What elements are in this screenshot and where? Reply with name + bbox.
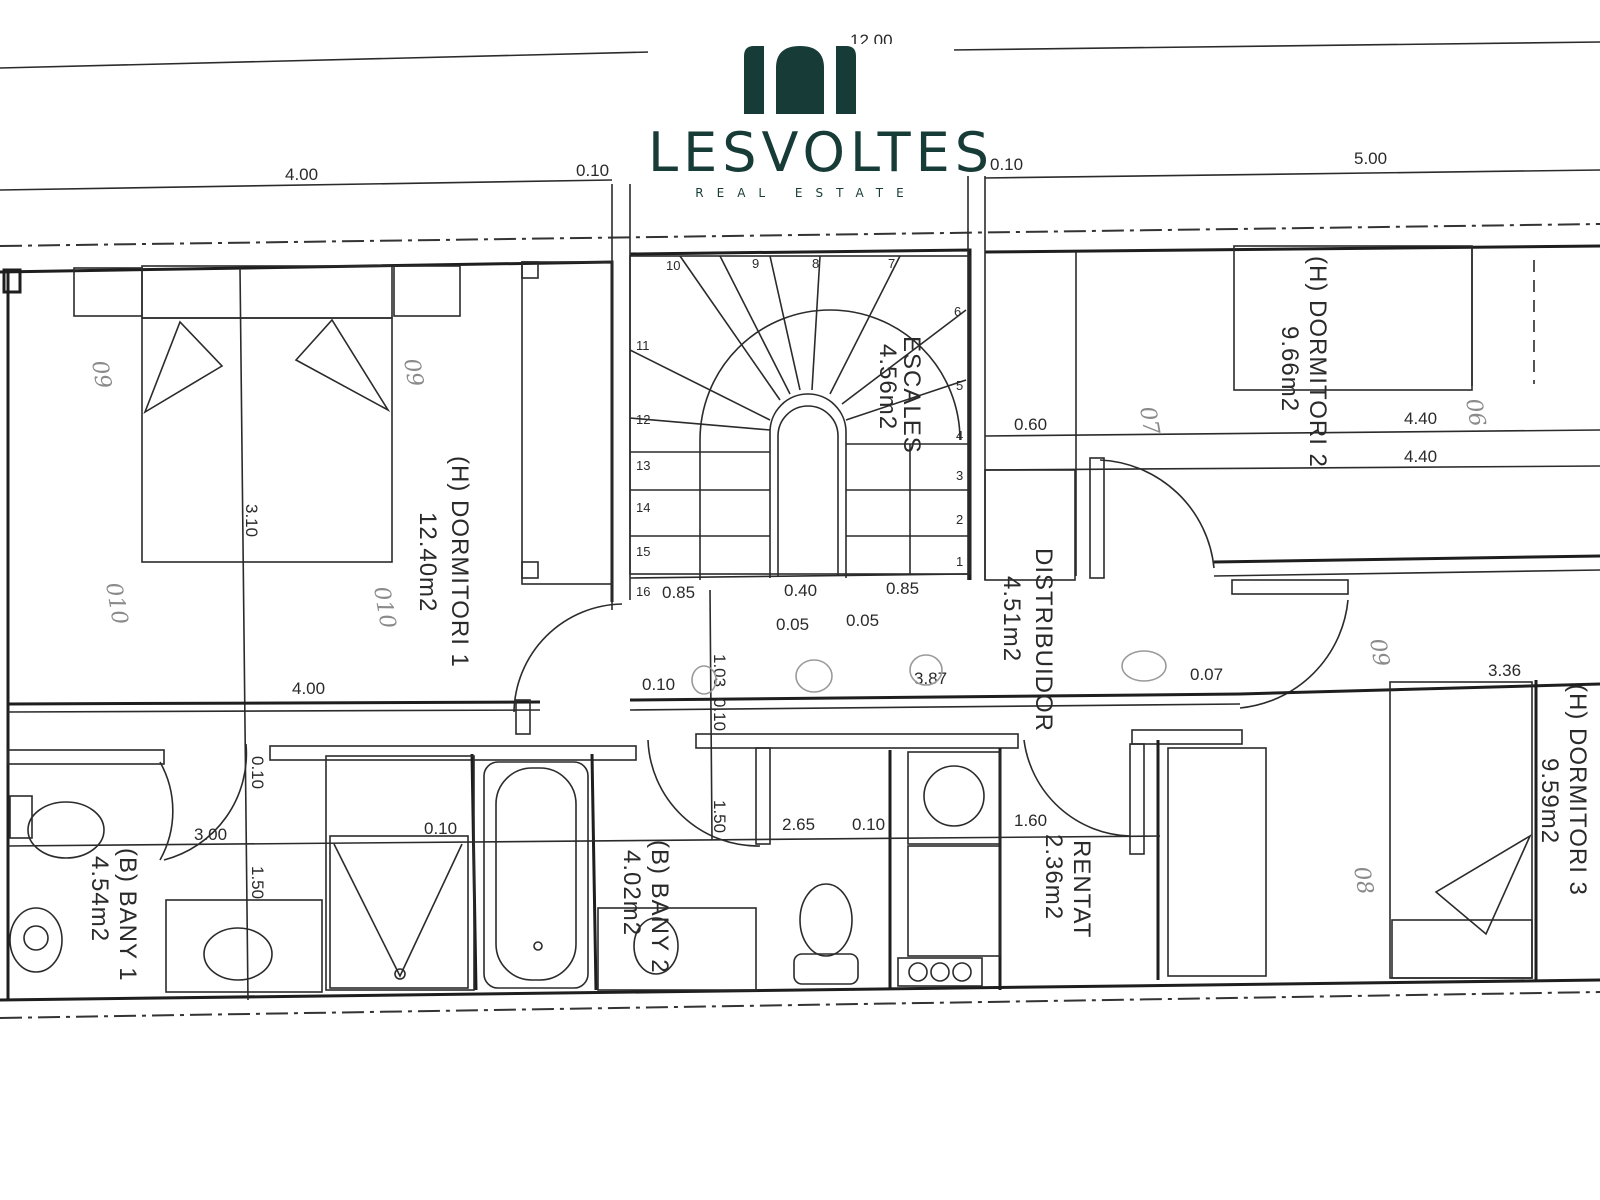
dim-440a: 4.40 (1404, 409, 1437, 428)
dim-085a: 0.85 (662, 583, 695, 602)
stair-step-14: 14 (636, 500, 650, 515)
dim-150b: 1.50 (710, 800, 729, 833)
dim-085b: 0.85 (886, 579, 919, 598)
dim-top-gap-left: 0.10 (576, 161, 609, 180)
dim-010d: 0.10 (852, 815, 885, 834)
room-bany2-area: 4.02m2 (618, 850, 645, 936)
stair-step-12: 12 (636, 412, 650, 427)
dim-top-right: 5.00 (1354, 149, 1387, 168)
room-escales-name: ESCALES (898, 336, 925, 454)
stair-step-13: 13 (636, 458, 650, 473)
pencil-mark: 06 (1460, 397, 1489, 429)
dim-010v: 0.10 (710, 698, 729, 731)
pencil-mark: 09 (86, 359, 115, 391)
room-escales-area: 4.56m2 (874, 344, 901, 430)
dim-387: 3.87 (914, 669, 947, 688)
pencil-mark: 08 (1348, 865, 1377, 897)
dim-265: 2.65 (782, 815, 815, 834)
room-bany1-name: (B) BANY 1 (114, 848, 141, 982)
pencil-mark: 010 (368, 585, 400, 631)
dim-400: 4.00 (292, 679, 325, 698)
pencil-mark: 07 (1134, 405, 1163, 437)
stair-step-4: 4 (956, 428, 963, 443)
arches-icon (744, 46, 856, 114)
stair-step-11: 11 (636, 338, 650, 353)
room-bany2-name: (B) BANY 2 (646, 840, 673, 974)
dim-010a: 0.10 (642, 675, 675, 694)
room-dormitori1-name: (H) DORMITORI 1 (446, 456, 473, 668)
stair-step-7: 7 (888, 256, 895, 271)
dim-060: 0.60 (1014, 415, 1047, 434)
room-dormitori3-name: (H) DORMITORI 3 (1564, 684, 1591, 896)
room-rentat-name: RENTAT (1068, 840, 1095, 938)
dim-top-left: 4.00 (285, 165, 318, 184)
dim-103: 1.03 (710, 654, 729, 687)
brand-tagline: REAL ESTATE (695, 186, 917, 200)
dim-440b: 4.40 (1404, 447, 1437, 466)
room-dormitori1-area: 12.40m2 (414, 512, 441, 612)
stair-step-9: 9 (752, 256, 759, 271)
dim-top-gap-right: 0.10 (990, 155, 1023, 174)
dim-336: 3.36 (1488, 661, 1521, 680)
stair-step-10: 10 (666, 258, 680, 273)
brand-name: LESVOLTES (648, 121, 995, 184)
dim-040: 0.40 (784, 581, 817, 600)
dim-010b: 0.10 (248, 756, 267, 789)
stair-step-2: 2 (956, 512, 963, 527)
brand-logo: LESVOLTES REAL ESTATE (648, 44, 995, 214)
dim-007: 0.07 (1190, 665, 1223, 684)
pencil-mark: 09 (1364, 637, 1393, 669)
stair-step-1: 1 (956, 554, 963, 569)
room-distribuidor-area: 4.51m2 (998, 576, 1025, 662)
stair-step-3: 3 (956, 468, 963, 483)
dim-010c: 0.10 (424, 819, 457, 838)
dim-300: 3.00 (194, 825, 227, 844)
stair-step-5: 5 (956, 378, 963, 393)
stair-step-15: 15 (636, 544, 650, 559)
room-rentat-area: 2.36m2 (1040, 834, 1067, 920)
pencil-mark: 010 (100, 581, 132, 627)
dim-005b: 0.05 (846, 611, 879, 630)
room-dormitori2-area: 9.66m2 (1276, 326, 1303, 412)
room-dormitori3-area: 9.59m2 (1536, 758, 1563, 844)
dim-160: 1.60 (1014, 811, 1047, 830)
room-bany1-area: 4.54m2 (86, 856, 113, 942)
room-distribuidor-name: DISTRIBUIDOR (1030, 548, 1057, 732)
stair-step-6: 6 (954, 304, 961, 319)
dim-150a: 1.50 (248, 866, 267, 899)
room-dormitori2-name: (H) DORMITORI 2 (1304, 256, 1331, 468)
pencil-mark: 09 (398, 357, 427, 389)
stair-step-8: 8 (812, 256, 819, 271)
dim-310: 3.10 (242, 504, 261, 537)
dim-005a: 0.05 (776, 615, 809, 634)
stair-step-16: 16 (636, 584, 650, 599)
